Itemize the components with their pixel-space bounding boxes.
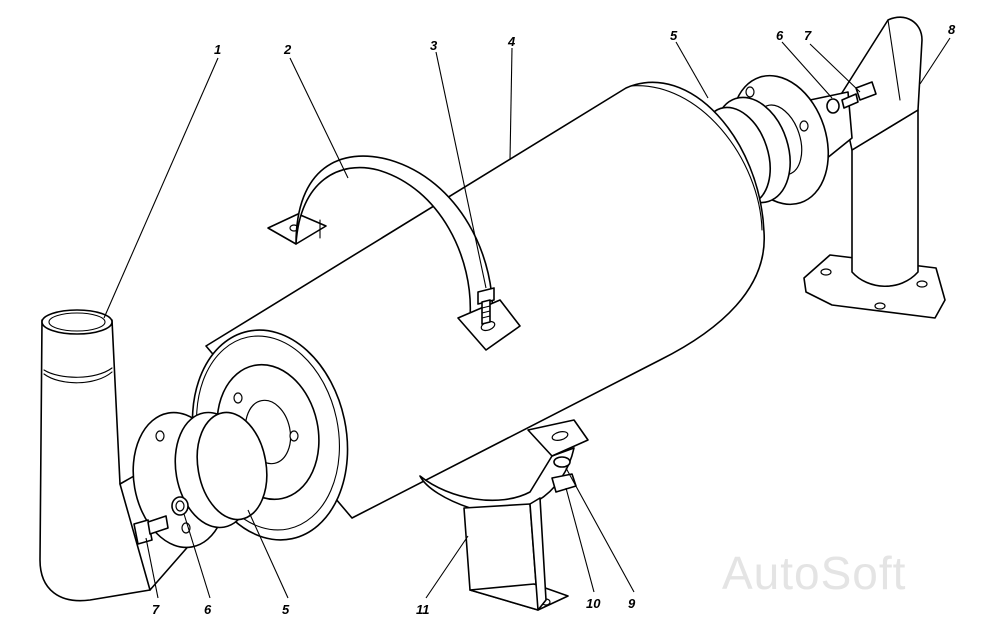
outlet-pipe-8: [803, 16, 946, 319]
callout-3: 3: [430, 38, 438, 53]
callout-11: 11: [416, 602, 430, 617]
callout-4: 4: [507, 34, 516, 49]
callout-7-bottom: 7: [152, 602, 160, 617]
callout-1: 1: [214, 42, 221, 57]
callout-5-bottom: 5: [282, 602, 290, 617]
lower-bracket-11: [419, 419, 589, 611]
callout-10: 10: [586, 596, 601, 611]
bolt-3: [477, 287, 495, 325]
callout-9: 9: [628, 596, 636, 611]
callout-7-top: 7: [804, 28, 812, 43]
callout-6-top: 6: [776, 28, 784, 43]
callout-6-bottom: 6: [204, 602, 212, 617]
left-flange-assembly: [119, 411, 268, 591]
callout-leaders: [103, 37, 951, 599]
callout-8: 8: [948, 22, 956, 37]
watermark-text: AutoSoft: [722, 547, 907, 599]
right-flange-assembly: [701, 74, 877, 206]
callout-5-top: 5: [670, 28, 678, 43]
upper-clamp-strap: [295, 155, 521, 351]
callout-labels: 1 2 3 4 5 6 7 8 7 6 5 11 10 9: [152, 22, 956, 617]
callout-2: 2: [283, 42, 292, 57]
